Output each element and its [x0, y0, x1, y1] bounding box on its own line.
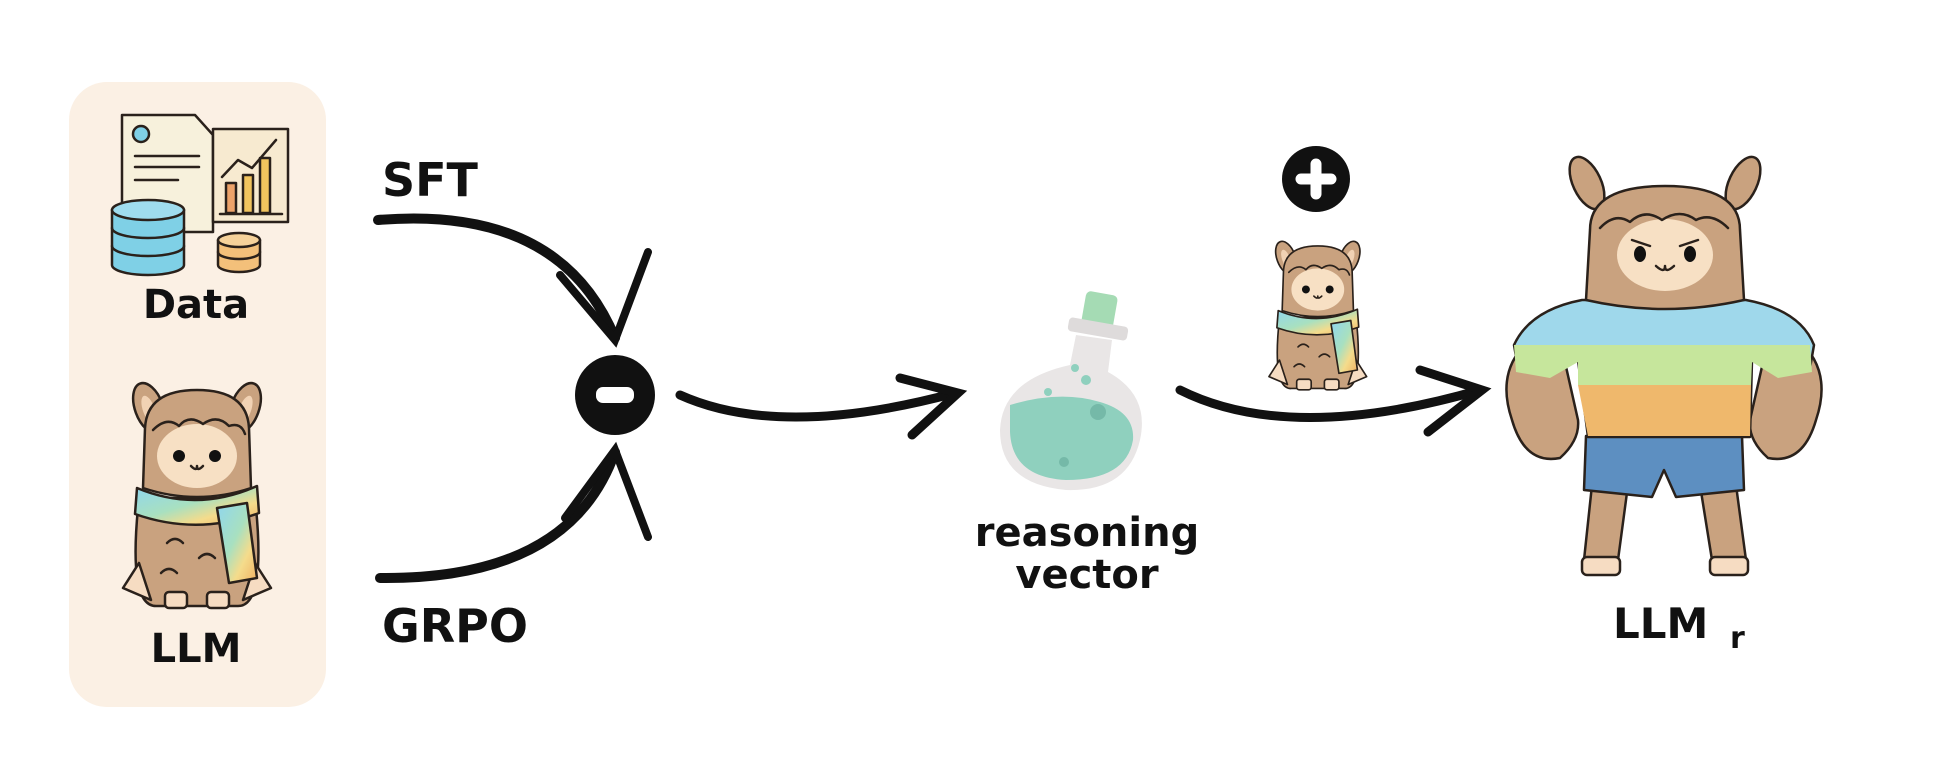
add-vector-arrow — [1175, 365, 1492, 437]
data-icon — [110, 113, 290, 277]
plus-icon — [1282, 146, 1350, 212]
llm-alpaca-illustration — [121, 377, 273, 610]
data-label: Data — [143, 282, 249, 328]
sft-label: SFT — [382, 153, 479, 207]
reasoning-llm-alpaca-illustration — [1505, 155, 1823, 577]
grpo-arrow — [375, 441, 652, 584]
llm-label: LLM — [151, 626, 242, 672]
grpo-label: GRPO — [382, 599, 528, 653]
reasoning-vector-label-line2: vector — [1015, 552, 1159, 598]
sft-arrow — [373, 213, 652, 348]
llm-r-label: LLM — [1613, 599, 1708, 648]
reasoning-vector-label-line1: reasoning — [975, 510, 1199, 556]
potion-flask-icon — [1000, 291, 1142, 491]
subtract-to-vector-arrow — [675, 373, 968, 440]
llm-r-subscript: r — [1730, 621, 1745, 656]
base-llm-alpaca-illustration — [1268, 237, 1368, 391]
minus-icon — [575, 355, 655, 435]
